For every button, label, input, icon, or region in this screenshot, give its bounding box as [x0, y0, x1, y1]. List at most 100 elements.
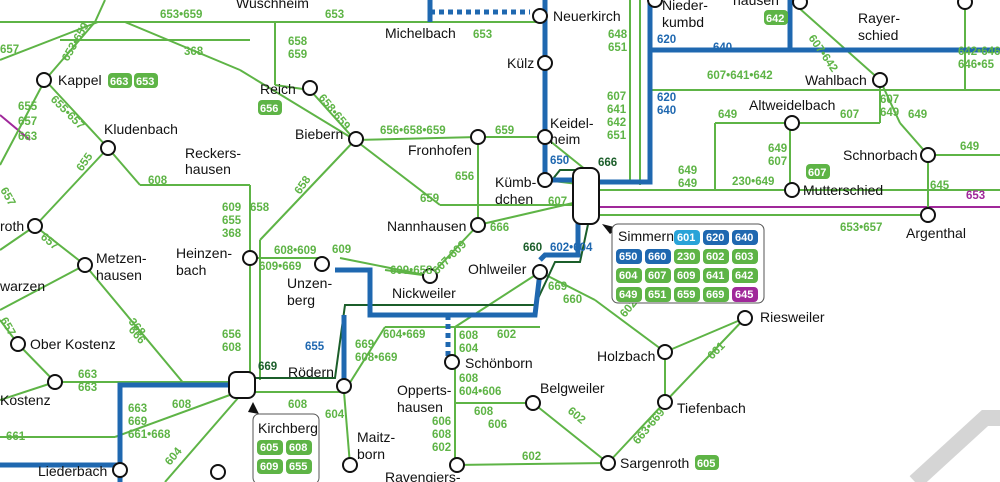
- station-kappel: Kappel: [58, 72, 102, 88]
- route-label: 653: [325, 9, 344, 21]
- route-label: 657: [0, 316, 17, 339]
- route-badge: [703, 287, 729, 302]
- route-badge-text: 608: [289, 442, 307, 454]
- route-label: 602•604: [550, 242, 593, 254]
- route-label: 669: [128, 416, 147, 428]
- kirchberg-box-title: Kirchberg: [258, 420, 318, 436]
- station-ohlweiler: Ohlweiler: [468, 261, 527, 277]
- station-tiefenbach: Tiefenbach: [677, 400, 746, 416]
- route-badge-text: 669: [706, 289, 724, 301]
- route-645-line: [0, 114, 1000, 208]
- route-badge: [732, 249, 758, 264]
- station-keidelheim-2: heim: [550, 131, 580, 147]
- route-badge-text: 640: [735, 232, 753, 244]
- route-badge: [732, 287, 758, 302]
- station-heinzenbach-1: Heinzen-: [176, 245, 232, 261]
- route-label: 663: [128, 403, 147, 415]
- route-badge-text: 604: [619, 270, 638, 282]
- pointer-icon: [248, 402, 259, 414]
- route-label: 642: [607, 117, 626, 129]
- station-nannhausen: Nannhausen: [387, 218, 466, 234]
- route-label: 657: [0, 186, 17, 209]
- kappel-badge-653: [134, 73, 158, 88]
- route-label: 620: [657, 34, 676, 46]
- station-wahlbach: Wahlbach: [805, 72, 867, 88]
- route-label: 607: [607, 91, 626, 103]
- route-label: 646•65: [958, 59, 995, 71]
- route-label: 669: [355, 339, 374, 351]
- route-label: 604: [325, 409, 345, 421]
- station-heinzenbach-2: bach: [176, 262, 206, 278]
- route-label: 602: [522, 451, 541, 463]
- station-maitzborn-2: born: [357, 446, 385, 462]
- station-niederkumbd-2: kumbd: [662, 14, 704, 30]
- station-markers: [10, 0, 973, 480]
- route-label: 602: [565, 405, 587, 427]
- station-rayerschied-1: Rayer-: [858, 10, 900, 26]
- station-reckershausen-1: Reckers-: [185, 145, 241, 161]
- route-label: 651: [607, 130, 627, 142]
- route-label: 608: [288, 399, 308, 411]
- route-label: 663: [78, 369, 97, 381]
- route-label: 607•641•642: [707, 70, 773, 82]
- route-badge-text: 603: [735, 251, 753, 263]
- station-oppertshausen-2: hausen: [397, 399, 443, 415]
- route-badge-text: 609: [677, 270, 695, 282]
- station-fronhofen: Fronhofen: [408, 142, 472, 158]
- station-keidelheim-1: Keidel-: [550, 115, 594, 131]
- station-reich: Reich: [260, 81, 296, 97]
- route-label: 602: [432, 442, 451, 454]
- route-label: 649: [718, 109, 737, 121]
- route-label: 608: [432, 429, 452, 441]
- schnorbach-badge-607: [806, 164, 830, 179]
- route-badge-text: 655: [289, 461, 307, 473]
- route-label: 651: [608, 42, 628, 54]
- route-label: 609: [222, 202, 241, 214]
- kappel-badge-663-text: 663: [110, 76, 128, 88]
- route-badge: [257, 459, 283, 474]
- route-label: 657: [38, 231, 60, 253]
- reich-badge-656-text: 656: [260, 103, 278, 115]
- route-label: 658: [293, 174, 314, 197]
- route-label: 655: [75, 151, 96, 174]
- station-kumbdchen-1: Kümb-: [495, 174, 537, 190]
- route-label: 608: [459, 330, 479, 342]
- hausen-badge-642-text: 642: [766, 13, 784, 25]
- route-label: 604: [459, 343, 479, 355]
- route-badge: [674, 249, 700, 264]
- station-kludenbach: Kludenbach: [104, 121, 178, 137]
- station-unzenberg-2: berg: [287, 292, 315, 308]
- route-badge-text: 620: [706, 232, 724, 244]
- route-label: 663: [78, 382, 97, 394]
- station-argenthal: Argenthal: [906, 225, 966, 241]
- station-metzenhausen-2: hausen: [96, 267, 142, 283]
- route-label: 669: [258, 361, 277, 373]
- route-label: 653•659: [60, 21, 92, 64]
- station-holzbach: Holzbach: [597, 348, 655, 364]
- route-badge-text: 601: [677, 232, 695, 244]
- route-label: 666: [490, 222, 509, 234]
- route-badge-text: 605: [260, 442, 278, 454]
- route-label: 661: [706, 340, 728, 362]
- route-label: 653: [473, 29, 492, 41]
- route-badge: [616, 268, 642, 283]
- station-sargenroth: Sargenroth: [620, 455, 689, 471]
- station-belgweiler: Belgweiler: [540, 380, 605, 396]
- route-label: 608: [459, 373, 479, 385]
- route-label: 655: [18, 101, 38, 113]
- station-neuerkirch: Neuerkirch: [553, 8, 621, 24]
- station-rodern: Rödern: [288, 364, 334, 380]
- schnorbach-badge-607-text: 607: [808, 167, 826, 179]
- route-badge-text: 659: [677, 289, 695, 301]
- station-ravengiersburg: Ravengiers-: [385, 469, 461, 482]
- route-label: 641: [607, 104, 627, 116]
- route-label: 604: [163, 445, 185, 468]
- route-label: 640: [713, 42, 732, 54]
- route-label: 642•646: [958, 46, 1000, 58]
- route-badge-text: 645: [735, 289, 753, 301]
- route-badge: [286, 459, 312, 474]
